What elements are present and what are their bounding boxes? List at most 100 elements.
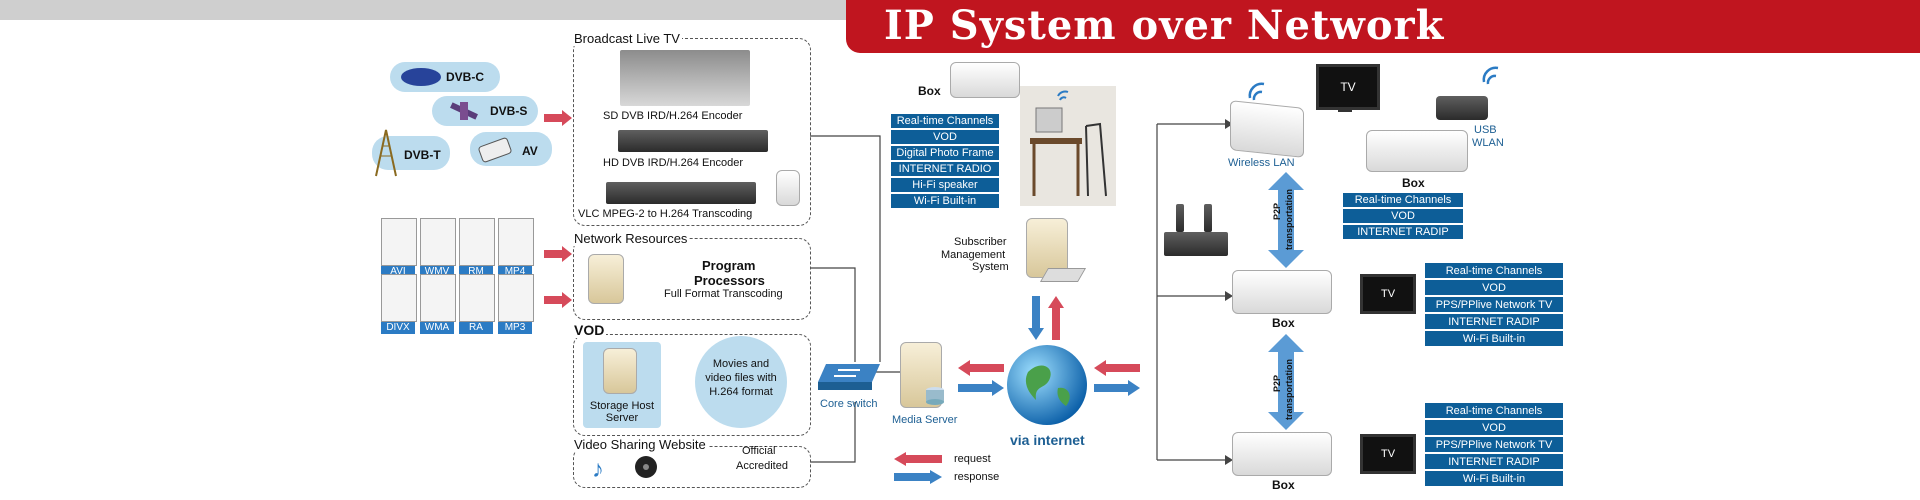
film-reel-icon <box>635 456 657 478</box>
vod-header: VOD <box>572 322 607 338</box>
request-arrow-legend-icon <box>894 452 942 466</box>
box2-label: Box <box>1272 316 1295 330</box>
feature-item: Digital Photo Frame <box>890 145 1000 161</box>
tv-icon: TV <box>1316 64 1380 110</box>
p2p-label-top: P2P <box>1272 202 1282 220</box>
subscriber-line2: Management <box>941 249 1006 261</box>
subscriber-line1: Subscriber <box>954 236 1007 248</box>
p2p-double-arrow-icon <box>1268 172 1304 268</box>
movies-line2: video files with <box>705 372 777 384</box>
feature-item: VOD <box>1424 419 1564 436</box>
page-title: IP System over Network <box>884 2 1445 49</box>
feature-item: Wi-Fi Built-in <box>1424 470 1564 487</box>
feature-item: INTERNET RADIP <box>1424 453 1564 470</box>
file-ra: RA <box>459 274 495 334</box>
database-icon <box>926 387 944 405</box>
vlc-transcoder-device <box>606 182 756 204</box>
file-mp4: MP4 <box>498 218 534 278</box>
file-wmv: WMV <box>420 218 456 278</box>
speaker-device-icon <box>1164 232 1228 256</box>
p2p-transport-label-bottom: transportation <box>1284 358 1294 420</box>
dvb-c-label: DVB-C <box>446 70 484 84</box>
storage-host-line1: Storage Host <box>589 400 655 412</box>
feature-item: Wi-Fi Built-in <box>1424 330 1564 347</box>
arrow-right-icon <box>544 246 572 262</box>
media-server-label: Media Server <box>892 414 958 426</box>
feature-item: Real-time Channels <box>1342 192 1464 208</box>
center-box-label: Box <box>918 84 941 98</box>
dvb-t-label: DVB-T <box>404 148 441 162</box>
p2p-label-bottom: P2P <box>1272 374 1282 392</box>
box1-label: Box <box>1402 176 1425 190</box>
program-processors-line1: Program <box>702 258 756 273</box>
center-box-features: Real-time Channels VOD Digital Photo Fra… <box>890 113 1000 209</box>
legend-request-label: request <box>954 453 991 465</box>
dvb-s-pill <box>432 96 538 126</box>
box-device-icon <box>1232 432 1332 476</box>
title-banner <box>846 0 1920 53</box>
response-arrow-legend-icon <box>894 470 942 484</box>
file-rm: RM <box>459 218 495 278</box>
box-device-icon <box>950 62 1020 98</box>
via-internet-label: via internet <box>1010 432 1085 448</box>
broadcast-panel <box>573 38 811 226</box>
core-switch-icon <box>818 364 880 390</box>
keyboard-icon <box>1039 268 1087 282</box>
room-photo <box>1020 86 1116 206</box>
official-line2: Accredited <box>736 460 788 472</box>
file-avi: AVI <box>381 218 417 278</box>
subscriber-line3: System <box>972 261 1009 273</box>
file-wma: WMA <box>420 274 456 334</box>
sd-encoder-rack <box>620 50 750 106</box>
server-icon <box>603 348 637 394</box>
feature-item: Real-time Channels <box>1424 262 1564 279</box>
hd-encoder-device <box>618 130 768 152</box>
box-device-icon <box>1232 270 1332 314</box>
sd-encoder-label: SD DVB IRD/H.264 Encoder <box>603 110 743 122</box>
box3-features: Real-time Channels VOD PPS/PPlive Networ… <box>1424 402 1564 487</box>
tv-icon: TV <box>1360 434 1416 474</box>
program-processors-subtitle: Full Format Transcoding <box>664 288 783 300</box>
antenna-tower-icon <box>375 129 397 177</box>
feature-item: Real-time Channels <box>1424 402 1564 419</box>
wireless-router-icon <box>1230 100 1304 158</box>
tv-icon: TV <box>1360 274 1416 314</box>
wifi-signal-icon <box>1248 82 1265 101</box>
legend-response-label: response <box>954 471 1000 483</box>
av-label: AV <box>522 144 538 158</box>
room-photo-furniture <box>1030 90 1107 197</box>
broadcast-header: Broadcast Live TV <box>572 31 682 46</box>
feature-item: PPS/PPlive Network TV <box>1424 436 1564 453</box>
av-device-icon <box>478 137 512 163</box>
movies-line1: Movies and <box>712 358 770 370</box>
usb-wlan-line1: USB <box>1474 124 1497 136</box>
network-resources-panel <box>573 238 811 320</box>
speaker-antenna <box>1204 204 1212 232</box>
official-line1: Official <box>742 445 776 457</box>
server-icon <box>776 170 800 206</box>
file-mp3: MP3 <box>498 274 534 334</box>
feature-item: INTERNET RADIP <box>1424 313 1564 330</box>
arrow-right-icon <box>544 110 572 126</box>
network-resources-header: Network Resources <box>572 231 690 246</box>
feature-item: PPS/PPlive Network TV <box>1424 296 1564 313</box>
wireless-lan-label: Wireless LAN <box>1228 157 1295 169</box>
usb-wlan-line2: WLAN <box>1472 137 1504 149</box>
p2p-transport-label-top: transportation <box>1284 188 1294 250</box>
vlc-label: VLC MPEG-2 to H.264 Transcoding <box>578 208 753 220</box>
tv-stand <box>1338 108 1352 112</box>
p2p-double-arrow-icon <box>1268 334 1304 430</box>
feature-item: Real-time Channels <box>890 113 1000 129</box>
core-switch-label: Core switch <box>820 398 878 410</box>
cloud-icon <box>401 68 441 86</box>
feature-item: INTERNET RADIO <box>890 161 1000 177</box>
speaker-antenna <box>1176 204 1184 232</box>
arrow-right-icon <box>544 292 572 308</box>
video-sharing-header: Video Sharing Website <box>572 437 708 452</box>
file-divx: DIVX <box>381 274 417 334</box>
request-response-arrows <box>958 360 1004 396</box>
feature-item: VOD <box>1342 208 1464 224</box>
request-response-vertical-arrows <box>1028 296 1064 340</box>
dvb-t-pill <box>372 136 450 170</box>
